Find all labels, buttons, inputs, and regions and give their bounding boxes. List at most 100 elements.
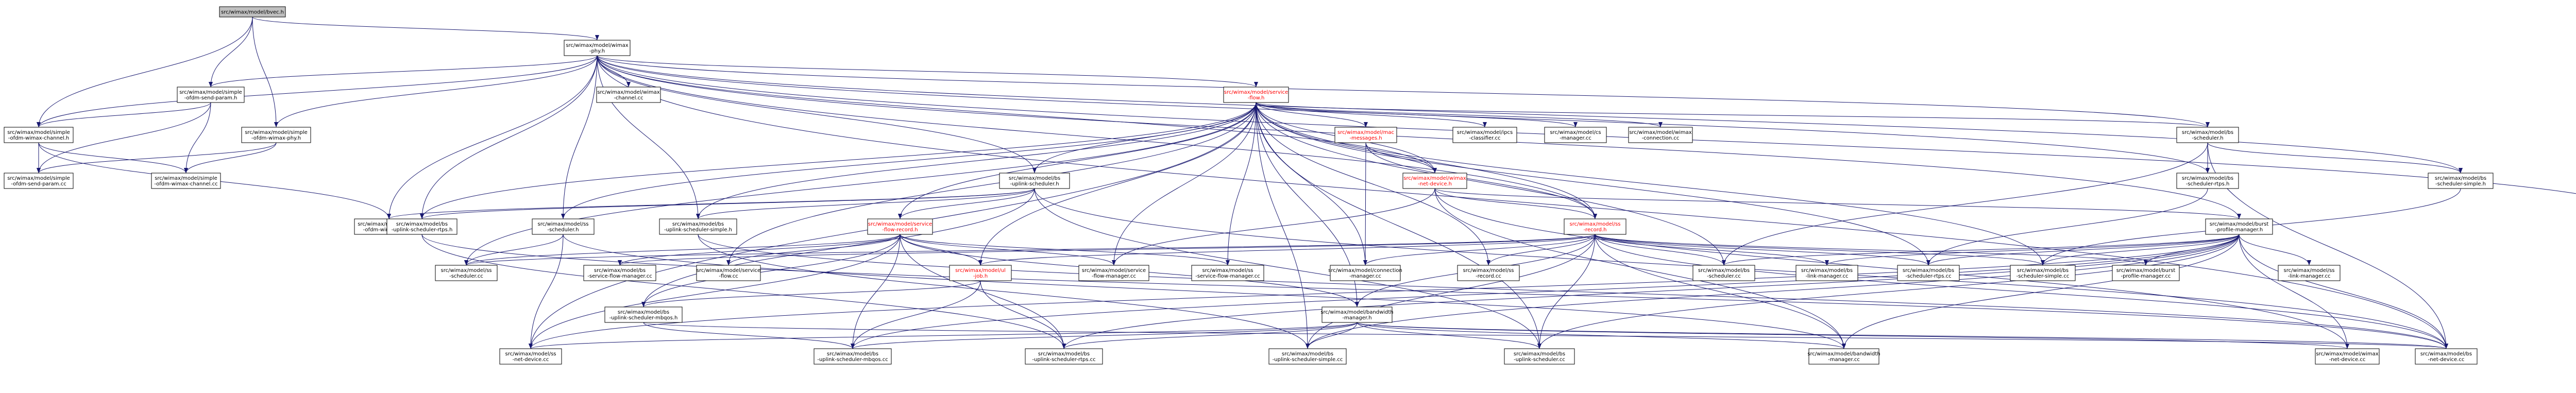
file-node[interactable]: src/wimax/model/bs-uplink-scheduler-mbqo… xyxy=(604,306,683,323)
file-node[interactable]: src/wimax/model/bs-link-manager.cc xyxy=(1795,265,1858,281)
file-node[interactable]: src/wimax/model/ss-service-flow-manager.… xyxy=(1191,265,1264,281)
file-node[interactable]: src/wimax/model/bs-scheduler-rtps.cc xyxy=(1897,265,1960,281)
file-node[interactable]: src/wimax/model/bs-service-flow-manager.… xyxy=(583,265,656,281)
file-node[interactable]: src/wimax/model/bvec.h xyxy=(219,6,286,18)
include-edge xyxy=(1537,234,2240,349)
file-node[interactable]: src/wimax/model/ss-link-manager.cc xyxy=(2278,265,2341,281)
file-node-label: -channel.cc xyxy=(614,95,643,101)
file-node[interactable]: src/wimax/model/simple-ofdm-wimax-channe… xyxy=(4,127,74,143)
include-edge xyxy=(1365,142,1597,219)
file-node[interactable]: src/wimax/model/bandwidth-manager.cc xyxy=(1807,348,1880,365)
file-node[interactable]: src/wimax/model/wimax-net-device.h xyxy=(1402,173,1467,189)
file-node-box xyxy=(1402,173,1467,189)
file-node[interactable]: src/wimax/model/bs-scheduler-simple.h xyxy=(2428,173,2494,189)
include-edge xyxy=(464,102,1257,266)
file-node[interactable]: src/wimax/model/service-flow.cc xyxy=(696,265,761,281)
file-node[interactable]: src/wimax/model/mac-messages.h xyxy=(1334,127,1397,143)
file-node-box xyxy=(386,218,457,235)
file-node[interactable]: src/wimax/model/service-flow-manager.cc xyxy=(1078,265,1149,281)
include-edge xyxy=(37,16,253,128)
include-edge xyxy=(726,234,901,266)
file-node-box xyxy=(177,87,245,103)
file-node[interactable]: src/wimax/model/ul-job.h xyxy=(949,265,1012,281)
file-node[interactable]: src/wimax/model/simple-ofdm-send-param.h xyxy=(177,87,245,103)
file-node[interactable]: src/wimax/model/bs-scheduler-simple.cc xyxy=(2010,265,2076,281)
file-node-label: -ofdm-wimax-channel.cc xyxy=(154,181,217,187)
file-node-box xyxy=(151,173,221,189)
file-node[interactable]: src/wimax/model/bs-uplink-scheduler-simp… xyxy=(1268,348,1347,365)
file-node[interactable]: src/wimax/model/bs-uplink-scheduler-rtps… xyxy=(386,218,457,235)
file-node[interactable]: src/wimax/model/bs-scheduler-rtps.h xyxy=(2176,173,2239,189)
file-node-box xyxy=(1078,265,1149,281)
file-node-label: -ofdm-send-param.h xyxy=(184,95,238,101)
include-edge xyxy=(641,280,981,307)
include-edge xyxy=(2207,142,2463,174)
include-edge xyxy=(1256,102,1368,128)
file-node[interactable]: src/wimax/model/bs-uplink-scheduler-mbqo… xyxy=(814,348,892,365)
file-node[interactable]: src/wimax/model/bs-net-device.cc xyxy=(2415,348,2478,365)
file-node[interactable]: src/wimax/model/wimax-channel.cc xyxy=(596,87,661,103)
file-node-label: src/wimax/model/ss xyxy=(1569,221,1620,227)
file-node-box xyxy=(564,40,631,56)
file-node[interactable]: src/wimax/model/simple-ofdm-wimax-phy.h xyxy=(241,127,311,143)
file-node-box xyxy=(1191,265,1264,281)
include-edge xyxy=(643,322,855,349)
file-node[interactable]: src/wimax/model/ss-scheduler.cc xyxy=(435,265,498,281)
file-node[interactable]: src/wimax/model/wimax-net-device.cc xyxy=(2315,348,2380,365)
file-node-box xyxy=(1268,348,1347,365)
file-node[interactable]: src/wimax/model/ss-record.h xyxy=(1564,218,1626,235)
include-edge xyxy=(618,234,901,266)
include-edge xyxy=(1595,234,1726,266)
include-edge xyxy=(597,55,2576,194)
file-node[interactable]: src/wimax/model/simple-ofdm-send-param.c… xyxy=(4,173,74,189)
file-node[interactable]: src/wimax/model/burst-profile-manager.cc xyxy=(2112,265,2180,281)
include-edge xyxy=(597,55,2463,174)
file-node[interactable]: src/wimax/model/bs-uplink-scheduler.cc xyxy=(1504,348,1575,365)
include-edge xyxy=(464,234,901,266)
file-node[interactable]: src/wimax/model/wimax-phy.h xyxy=(564,40,631,56)
file-node-box xyxy=(2315,348,2380,365)
file-node[interactable]: src/wimax/model/connection-manager.cc xyxy=(1328,265,1402,281)
file-node[interactable]: src/wimax/model/bandwidth-manager.h xyxy=(1320,306,1394,323)
include-edge xyxy=(597,55,2210,128)
file-node-box xyxy=(241,127,311,143)
file-node[interactable]: src/wimax/model/ipcs-classifier.cc xyxy=(1452,127,1517,143)
include-edge xyxy=(1365,142,1437,174)
file-node-label: -net-device.h xyxy=(1418,181,1452,187)
file-node-label: -scheduler-simple.h xyxy=(2435,181,2486,187)
include-edge xyxy=(563,234,1846,349)
file-node-label: -ofdm-wimax-channel.h xyxy=(8,135,70,141)
include-edge xyxy=(1825,234,2240,266)
include-edge xyxy=(1363,234,1596,266)
file-node[interactable]: src/wimax/model/burst-profile-manager.h xyxy=(2205,218,2273,235)
file-node-box xyxy=(499,348,562,365)
file-node-label: src/wimax/model/mac xyxy=(1337,130,1394,135)
file-node-label: -scheduler.h xyxy=(547,227,579,233)
file-node-label: -phy.h xyxy=(589,48,605,54)
file-node[interactable]: src/wimax/model/service-flow-record.h xyxy=(867,218,933,235)
file-node[interactable]: src/wimax/model/simple-ofdm-wimax-channe… xyxy=(151,173,221,189)
include-edge xyxy=(2207,142,2448,349)
file-node[interactable]: src/wimax/model/bs-uplink-scheduler-simp… xyxy=(659,218,737,235)
file-node[interactable]: src/wimax/model/service-flow.h xyxy=(1223,87,1289,103)
file-node[interactable]: src/wimax/model/bs-uplink-scheduler-rtps… xyxy=(1025,348,1103,365)
file-node[interactable]: src/wimax/model/bs-uplink-scheduler.h xyxy=(999,173,1070,189)
include-edge xyxy=(529,234,901,349)
include-edge xyxy=(421,234,1066,349)
file-node-label: src/wimax/model/bs xyxy=(1801,268,1853,274)
file-node[interactable]: src/wimax/model/cs-manager.cc xyxy=(1544,127,1607,143)
file-node[interactable]: src/wimax/model/wimax-connection.cc xyxy=(1628,127,1693,143)
file-node[interactable]: src/wimax/model/bs-scheduler.h xyxy=(2176,127,2239,143)
file-node[interactable]: src/wimax/model/ss-record.cc xyxy=(1457,265,1520,281)
file-node[interactable]: src/wimax/model/ss-net-device.cc xyxy=(499,348,562,365)
file-node-label: -record.h xyxy=(1583,227,1606,233)
include-edge xyxy=(696,188,1035,219)
include-edge xyxy=(1256,102,1487,128)
file-node-label: src/wimax/model/simple xyxy=(245,130,308,135)
file-node-label: src/wimax/model/connection xyxy=(1328,268,1402,274)
include-edge xyxy=(641,234,901,307)
file-node[interactable]: src/wimax/model/bs-scheduler.cc xyxy=(1692,265,1755,281)
file-node[interactable]: src/wimax/model/ss-scheduler.h xyxy=(532,218,595,235)
include-edge xyxy=(37,55,598,128)
file-node-label: -uplink-scheduler-simple.cc xyxy=(1273,357,1343,363)
